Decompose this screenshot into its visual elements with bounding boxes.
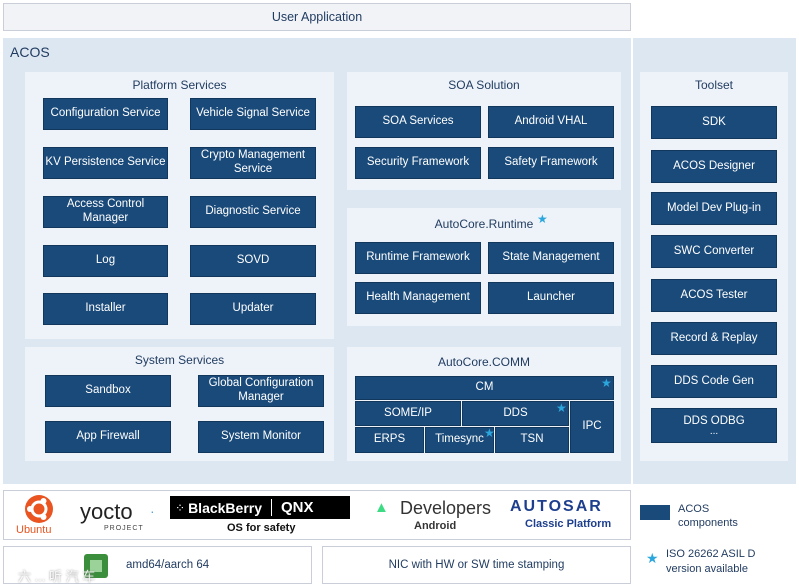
dds-star-icon: ★ bbox=[556, 401, 567, 415]
toolset-title: Toolset bbox=[694, 78, 734, 92]
yocto-dot-icon: · bbox=[150, 503, 155, 519]
blackberry-icon: ⁘ bbox=[175, 500, 186, 515]
acos-designer-box: ACOS Designer bbox=[651, 150, 777, 183]
watermark-text: 六 ... 听 汽 车 bbox=[18, 569, 96, 584]
safety-framework-box: Safety Framework bbox=[488, 147, 614, 179]
qnx-label: QNX bbox=[281, 499, 314, 516]
soa-solution-title: SOA Solution bbox=[448, 78, 520, 92]
runtime-panel: AutoCore.Runtime ★ Runtime Framework Sta… bbox=[347, 208, 621, 326]
tsn-box: TSN bbox=[495, 427, 569, 453]
cm-star-icon: ★ bbox=[601, 376, 612, 390]
record-replay-box: Record & Replay bbox=[651, 322, 777, 355]
developers-label: Developers bbox=[400, 498, 492, 518]
arch-label: amd64/aarch 64 bbox=[126, 559, 210, 571]
user-application-label: User Application bbox=[271, 10, 363, 24]
os-for-safety-label: OS for safety bbox=[227, 522, 296, 534]
legend-asil-line2: version available bbox=[666, 563, 748, 575]
diagnostic-service-box: Diagnostic Service bbox=[190, 196, 316, 228]
yocto-label: yocto bbox=[80, 499, 133, 524]
ipc-box: IPC bbox=[570, 401, 614, 453]
soa-solution-panel: SOA Solution SOA Services Android VHAL S… bbox=[347, 72, 621, 190]
legend-asil-line1: ISO 26262 ASIL D bbox=[666, 548, 756, 560]
acos-title: ACOS bbox=[10, 44, 50, 60]
sovd-box: SOVD bbox=[190, 245, 316, 277]
vehicle-signal-service-box: Vehicle Signal Service bbox=[190, 98, 316, 130]
global-configuration-manager-box: Global Configuration Manager bbox=[198, 375, 324, 407]
launcher-box: Launcher bbox=[488, 282, 614, 314]
ubuntu-label: Ubuntu bbox=[16, 524, 52, 536]
soa-services-box: SOA Services bbox=[355, 106, 481, 138]
blackberry-qnx-logo: ⁘ BlackBerry QNX bbox=[170, 496, 350, 519]
swc-converter-box: SWC Converter bbox=[651, 235, 777, 268]
runtime-framework-box: Runtime Framework bbox=[355, 242, 481, 274]
platform-services-panel: Platform Services Configuration Service … bbox=[25, 72, 334, 339]
timesync-box: Timesync bbox=[425, 427, 494, 453]
system-monitor-box: System Monitor bbox=[198, 421, 324, 453]
blackberry-label: BlackBerry bbox=[188, 499, 262, 516]
nic-row: NIC with HW or SW time stamping bbox=[322, 546, 631, 584]
app-firewall-box: App Firewall bbox=[45, 421, 171, 453]
access-control-manager-box: Access Control Manager bbox=[43, 196, 168, 228]
updater-box: Updater bbox=[190, 293, 316, 325]
android-label: Android bbox=[414, 520, 457, 532]
model-dev-plugin-box: Model Dev Plug-in bbox=[651, 192, 777, 225]
arch-row: amd64/aarch 64 bbox=[3, 546, 312, 584]
yocto-project-label: PROJECT bbox=[104, 525, 144, 532]
toolset-more-ellipsis: ... bbox=[709, 426, 719, 438]
state-management-box: State Management bbox=[488, 242, 614, 274]
ubuntu-icon bbox=[25, 495, 53, 523]
dds-box: DDS bbox=[462, 401, 569, 426]
kv-persistence-service-box: KV Persistence Service bbox=[43, 147, 168, 179]
legend-components-label: ACOS components bbox=[678, 503, 738, 530]
user-application-bar: User Application bbox=[3, 3, 631, 31]
system-services-title: System Services bbox=[134, 353, 225, 367]
asil-star-icon: ★ bbox=[537, 212, 548, 226]
os-row: Ubuntu yocto PROJECT · ⁘ BlackBerry QNX … bbox=[3, 490, 631, 540]
security-framework-box: Security Framework bbox=[355, 147, 481, 179]
acos-tester-box: ACOS Tester bbox=[651, 279, 777, 312]
android-vhal-box: Android VHAL bbox=[488, 106, 614, 138]
dds-odbg-box: DDS ODBG ... bbox=[651, 408, 777, 443]
legend-star-icon: ★ bbox=[646, 550, 659, 566]
timesync-star-icon: ★ bbox=[484, 426, 495, 440]
erps-box: ERPS bbox=[355, 427, 424, 453]
configuration-service-box: Configuration Service bbox=[43, 98, 168, 130]
crypto-management-service-box: Crypto Management Service bbox=[190, 147, 316, 179]
android-icon: ▲ bbox=[374, 499, 389, 516]
dds-code-gen-box: DDS Code Gen bbox=[651, 365, 777, 398]
autosar-label: AUTOSAR bbox=[510, 498, 603, 515]
cm-box: CM bbox=[355, 376, 614, 400]
dds-odbg-label: DDS ODBG bbox=[683, 414, 745, 427]
comm-panel: AutoCore.COMM CM ★ SOME/IP DDS ★ IPC ERP… bbox=[347, 347, 621, 461]
platform-services-title: Platform Services bbox=[132, 78, 227, 92]
sandbox-box: Sandbox bbox=[45, 375, 171, 407]
comm-title: AutoCore.COMM bbox=[437, 355, 531, 369]
log-box: Log bbox=[43, 245, 168, 277]
someip-box: SOME/IP bbox=[355, 401, 461, 426]
classic-platform-label: Classic Platform bbox=[525, 518, 612, 530]
ubuntu-logo bbox=[24, 494, 54, 524]
chip-icon bbox=[84, 554, 108, 578]
nic-label: NIC with HW or SW time stamping bbox=[388, 559, 565, 571]
runtime-title: AutoCore.Runtime bbox=[434, 217, 534, 231]
legend-component-swatch bbox=[640, 505, 670, 520]
sdk-box: SDK bbox=[651, 106, 777, 139]
health-management-box: Health Management bbox=[355, 282, 481, 314]
installer-box: Installer bbox=[43, 293, 168, 325]
system-services-panel: System Services Sandbox Global Configura… bbox=[25, 347, 334, 461]
toolset-panel: Toolset SDK ACOS Designer Model Dev Plug… bbox=[640, 72, 788, 461]
